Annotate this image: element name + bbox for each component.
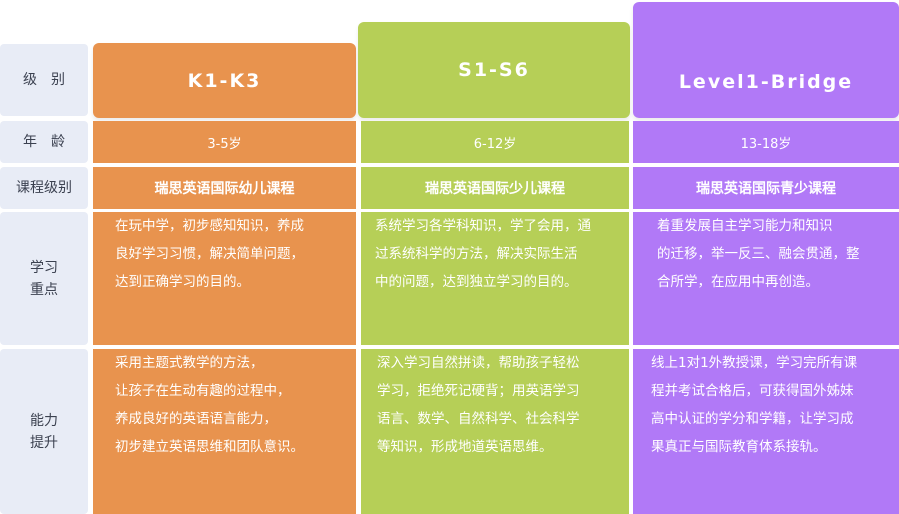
- focus-level1-bridge-line-2: 的迁移，举一反三、融会贯通，整: [657, 246, 860, 262]
- course-k1-k3: 瑞思英语国际幼儿课程: [93, 167, 356, 209]
- focus-k1-k3-line-2: 良好学习习惯，解决简单问题，: [115, 246, 304, 262]
- ability-k1-k3-line-1: 采用主题式教学的方法，: [115, 355, 264, 371]
- ability-s1-s6: 深入学习自然拼读，帮助孩子轻松 学习，拒绝死记硬背；用英语学习 语言、数学、自然…: [361, 349, 629, 514]
- focus-k1-k3: 在玩中学，初步感知知识，养成 良好学习习惯，解决简单问题， 达到正确学习的目的。: [93, 212, 356, 345]
- ability-s1-s6-line-2: 学习，拒绝死记硬背；用英语学习: [377, 383, 580, 399]
- label-course-level: 课程级别: [0, 167, 88, 209]
- ability-level1-bridge: 线上1对1外教授课，学习完所有课 程并考试合格后，可获得国外姊妹 高中认证的学分…: [633, 349, 899, 514]
- focus-level1-bridge-line-3: 合所学，在应用中再创造。: [657, 274, 819, 290]
- focus-level1-bridge: 着重发展自主学习能力和知识 的迁移，举一反三、融会贯通，整 合所学，在应用中再创…: [633, 212, 899, 345]
- ability-s1-s6-line-1: 深入学习自然拼读，帮助孩子轻松: [377, 355, 580, 371]
- label-focus-line-2: 重点: [30, 281, 58, 298]
- label-focus: 学习 重点: [0, 212, 88, 345]
- label-ability-line-2: 提升: [30, 434, 58, 451]
- header-s1-s6: S1-S6: [358, 22, 630, 118]
- age-s1-s6: 6-12岁: [361, 121, 629, 163]
- label-ability: 能力 提升: [0, 349, 88, 514]
- focus-level1-bridge-line-1: 着重发展自主学习能力和知识: [657, 218, 833, 234]
- label-focus-line-1: 学习: [30, 259, 58, 276]
- ability-level1-bridge-line-3: 高中认证的学分和学籍，让学习成: [651, 411, 854, 427]
- ability-k1-k3-line-2: 让孩子在生动有趣的过程中，: [115, 383, 291, 399]
- ability-s1-s6-line-4: 等知识，形成地道英语思维。: [377, 439, 553, 455]
- ability-level1-bridge-line-4: 果真正与国际教育体系接轨。: [651, 439, 827, 455]
- ability-level1-bridge-line-2: 程并考试合格后，可获得国外姊妹: [651, 383, 854, 399]
- ability-k1-k3-line-3: 养成良好的英语语言能力，: [115, 411, 277, 427]
- header-k1-k3: K1-K3: [93, 43, 356, 118]
- focus-s1-s6-line-2: 过系统科学的方法，解决实际生活: [375, 246, 578, 262]
- label-ability-line-1: 能力: [30, 412, 58, 429]
- focus-k1-k3-line-1: 在玩中学，初步感知知识，养成: [115, 218, 304, 234]
- course-s1-s6: 瑞思英语国际少儿课程: [361, 167, 629, 209]
- focus-s1-s6-line-3: 中的问题，达到独立学习的目的。: [375, 274, 578, 290]
- age-level1-bridge: 13-18岁: [633, 121, 899, 163]
- focus-k1-k3-line-3: 达到正确学习的目的。: [115, 274, 250, 290]
- focus-s1-s6: 系统学习各学科知识，学了会用，通 过系统科学的方法，解决实际生活 中的问题，达到…: [361, 212, 629, 345]
- ability-k1-k3: 采用主题式教学的方法， 让孩子在生动有趣的过程中， 养成良好的英语语言能力， 初…: [93, 349, 356, 514]
- age-k1-k3: 3-5岁: [93, 121, 356, 163]
- label-age: 年 龄: [0, 121, 88, 163]
- label-level: 级 别: [0, 44, 88, 116]
- ability-k1-k3-line-4: 初步建立英语思维和团队意识。: [115, 439, 304, 455]
- ability-level1-bridge-line-1: 线上1对1外教授课，学习完所有课: [651, 355, 858, 371]
- focus-s1-s6-line-1: 系统学习各学科知识，学了会用，通: [375, 218, 591, 234]
- header-level1-bridge: Level1-Bridge: [633, 2, 899, 118]
- course-level1-bridge: 瑞思英语国际青少课程: [633, 167, 899, 209]
- ability-s1-s6-line-3: 语言、数学、自然科学、社会科学: [377, 411, 580, 427]
